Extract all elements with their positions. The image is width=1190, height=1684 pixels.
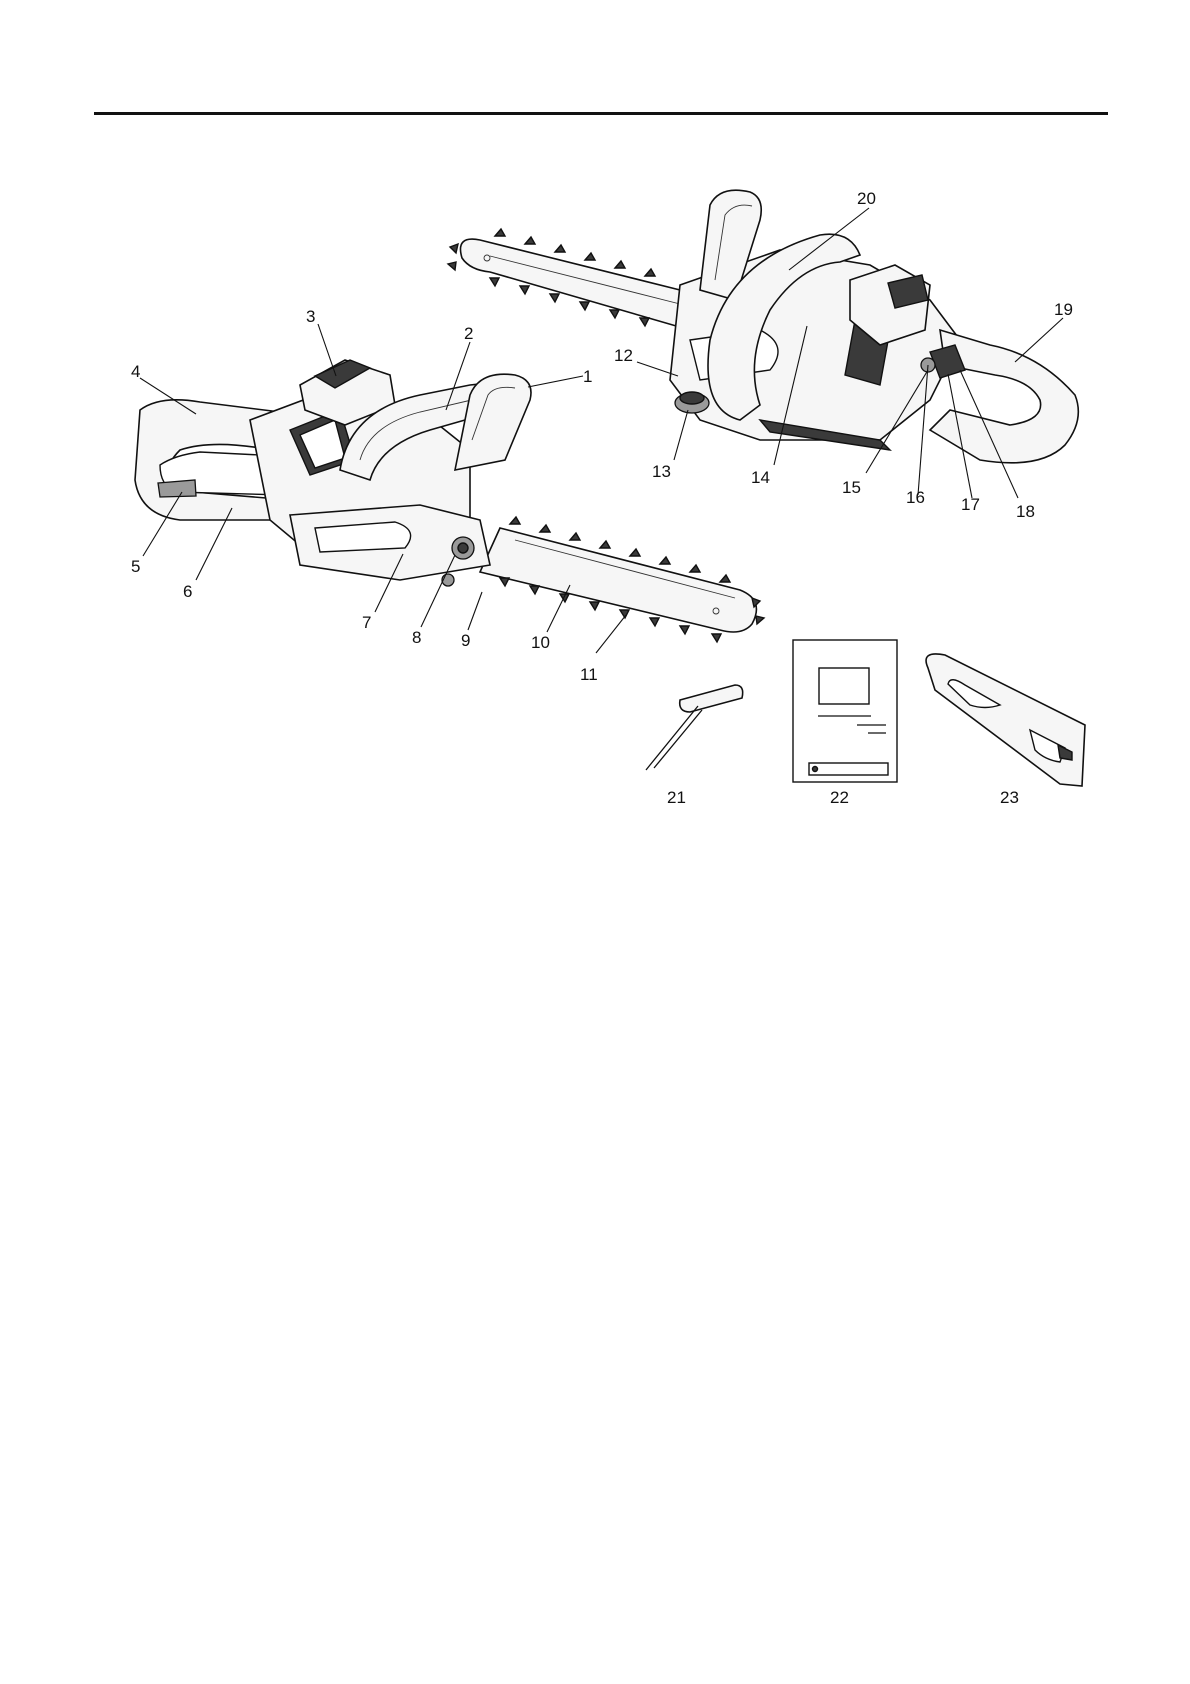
callout-5: 5 (131, 557, 140, 576)
accessory-manual (793, 640, 897, 782)
callout-18: 18 (1016, 502, 1035, 521)
callout-17: 17 (961, 495, 980, 514)
callout-3: 3 (306, 307, 315, 326)
callout-10: 10 (531, 633, 550, 652)
oil-tank-cap (675, 392, 709, 413)
accessory-wrench (646, 685, 743, 770)
sprocket-cover-left (290, 505, 490, 586)
callout-19: 19 (1054, 300, 1073, 319)
callout-8: 8 (412, 628, 421, 647)
callout-12: 12 (614, 346, 633, 365)
callout-23: 23 (1000, 788, 1019, 807)
callout-1: 1 (583, 367, 592, 386)
callout-22: 22 (830, 788, 849, 807)
callout-7: 7 (362, 613, 371, 632)
callout-4: 4 (131, 362, 140, 381)
callout-11: 11 (580, 665, 598, 684)
callout-15: 15 (842, 478, 861, 497)
callout-13: 13 (652, 462, 671, 481)
callout-14: 14 (751, 468, 770, 487)
chainsaw-left-view (135, 360, 764, 642)
callout-20: 20 (857, 189, 876, 208)
accessory-guide-bar-cover (926, 654, 1085, 786)
callout-9: 9 (461, 631, 470, 650)
callout-6: 6 (183, 582, 192, 601)
guide-bar-left (480, 528, 756, 632)
callout-2: 2 (464, 324, 473, 343)
callout-21: 21 (667, 788, 686, 807)
rear-handle-right (921, 330, 1078, 463)
callout-16: 16 (906, 488, 925, 507)
